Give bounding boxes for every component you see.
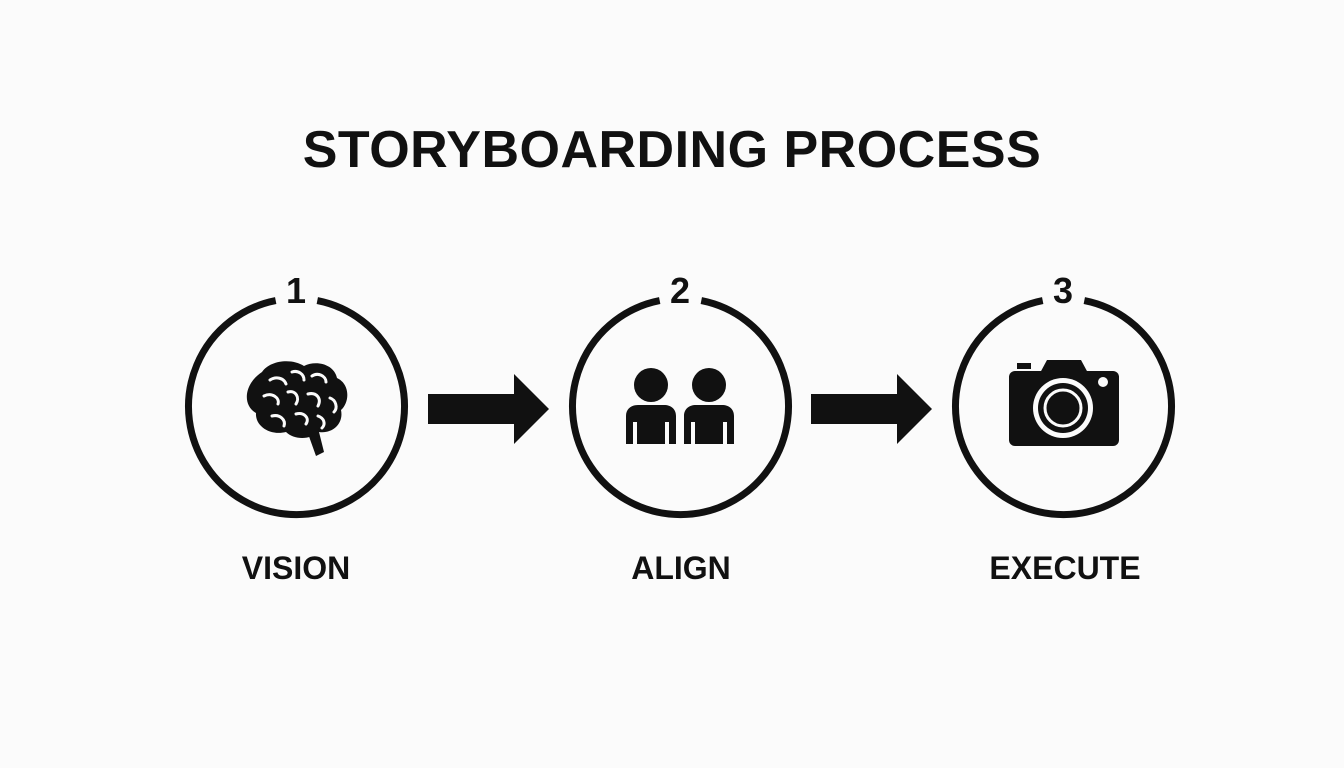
step-3-label: EXECUTE	[989, 550, 1140, 586]
step-2-number: 2	[670, 270, 690, 311]
step-1-number: 1	[286, 270, 306, 311]
page-title: STORYBOARDING PROCESS	[302, 121, 1042, 179]
step-2-label: ALIGN	[631, 550, 731, 586]
step-2-ring	[569, 297, 792, 519]
step-1-label: VISION	[242, 550, 350, 586]
arrow-right-icon	[811, 374, 932, 444]
step-1: 1 VISION	[185, 270, 408, 586]
step-3: 3 EXECUTE	[952, 270, 1175, 586]
people-icon	[626, 368, 734, 444]
step-3-ring	[952, 297, 1175, 519]
step-1-ring	[185, 297, 408, 519]
brain-icon	[246, 361, 348, 456]
camera-icon	[1009, 360, 1119, 446]
step-2: 2 ALIGN	[569, 270, 792, 586]
step-3-number: 3	[1053, 270, 1073, 311]
arrow-right-icon	[428, 374, 549, 444]
